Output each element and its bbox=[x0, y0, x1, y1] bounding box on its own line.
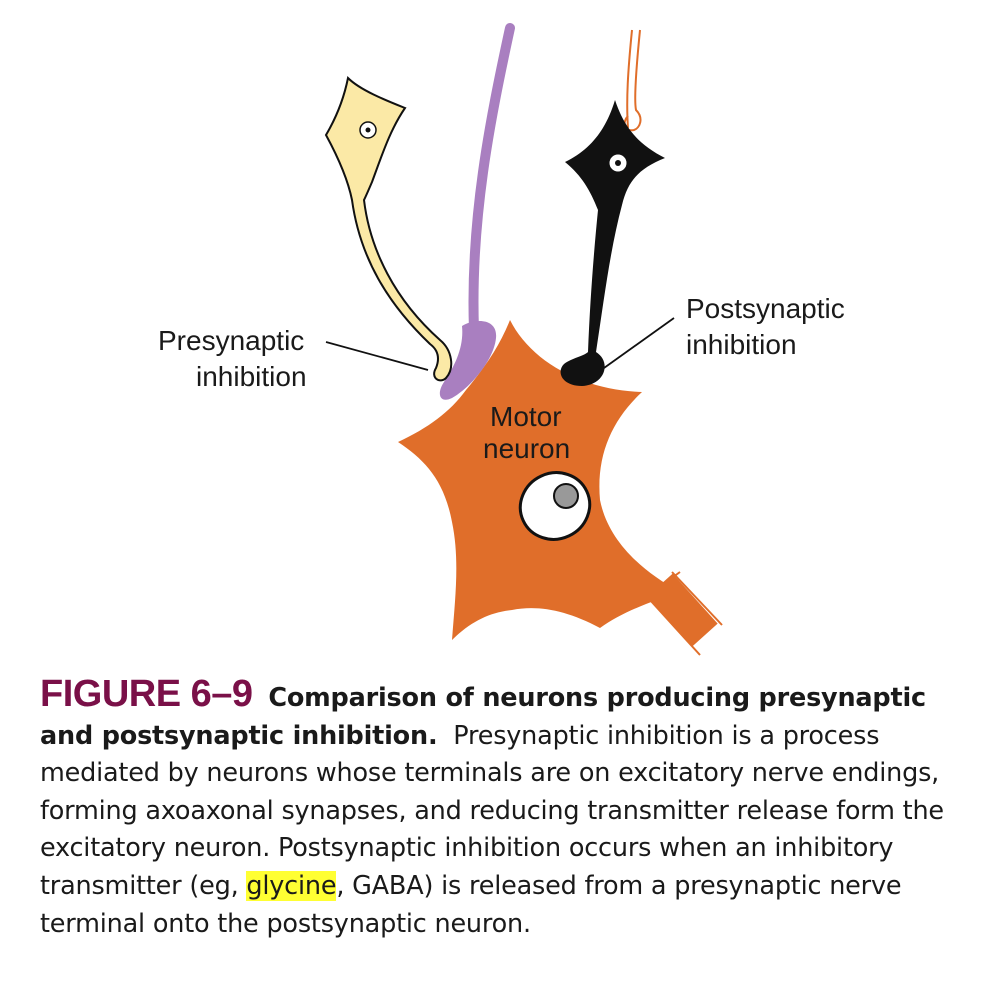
figure-number: FIGURE 6–9 bbox=[40, 673, 253, 715]
presynaptic-label-line1: Presynaptic bbox=[158, 325, 304, 356]
caption-body-part2: , GABA) is released from a presynaptic n… bbox=[40, 870, 902, 939]
motor-neuron-label-line1: Motor bbox=[490, 401, 562, 432]
postsynaptic-label-line1: Postsynaptic bbox=[686, 293, 845, 324]
excitatory-axon bbox=[439, 23, 515, 400]
postsynaptic-label-line2: inhibition bbox=[686, 329, 797, 360]
figure-caption: FIGURE 6–9 Comparison of neurons produci… bbox=[40, 673, 970, 943]
postsynaptic-inhibitory-neuron bbox=[560, 100, 665, 386]
highlighted-term: glycine bbox=[246, 870, 337, 901]
neuron-diagram: Presynaptic inhibition Postsynaptic inhi… bbox=[158, 23, 845, 656]
postsynaptic-pointer-line bbox=[603, 317, 675, 369]
nucleolus bbox=[553, 483, 579, 509]
input-axon bbox=[623, 29, 642, 132]
presynaptic-pointer-line bbox=[325, 341, 429, 371]
excitatory-terminal bbox=[439, 321, 497, 400]
caption-body-part1: Presynaptic inhibition is a process medi… bbox=[40, 720, 944, 901]
motor-neuron-nucleus bbox=[518, 471, 592, 541]
presynaptic-label-line2: inhibition bbox=[196, 361, 307, 392]
presynaptic-inhibitory-neuron bbox=[324, 75, 453, 382]
figure-title: Comparison of neurons producing presynap… bbox=[40, 683, 926, 751]
motor-neuron-label-line2: neuron bbox=[483, 433, 570, 464]
